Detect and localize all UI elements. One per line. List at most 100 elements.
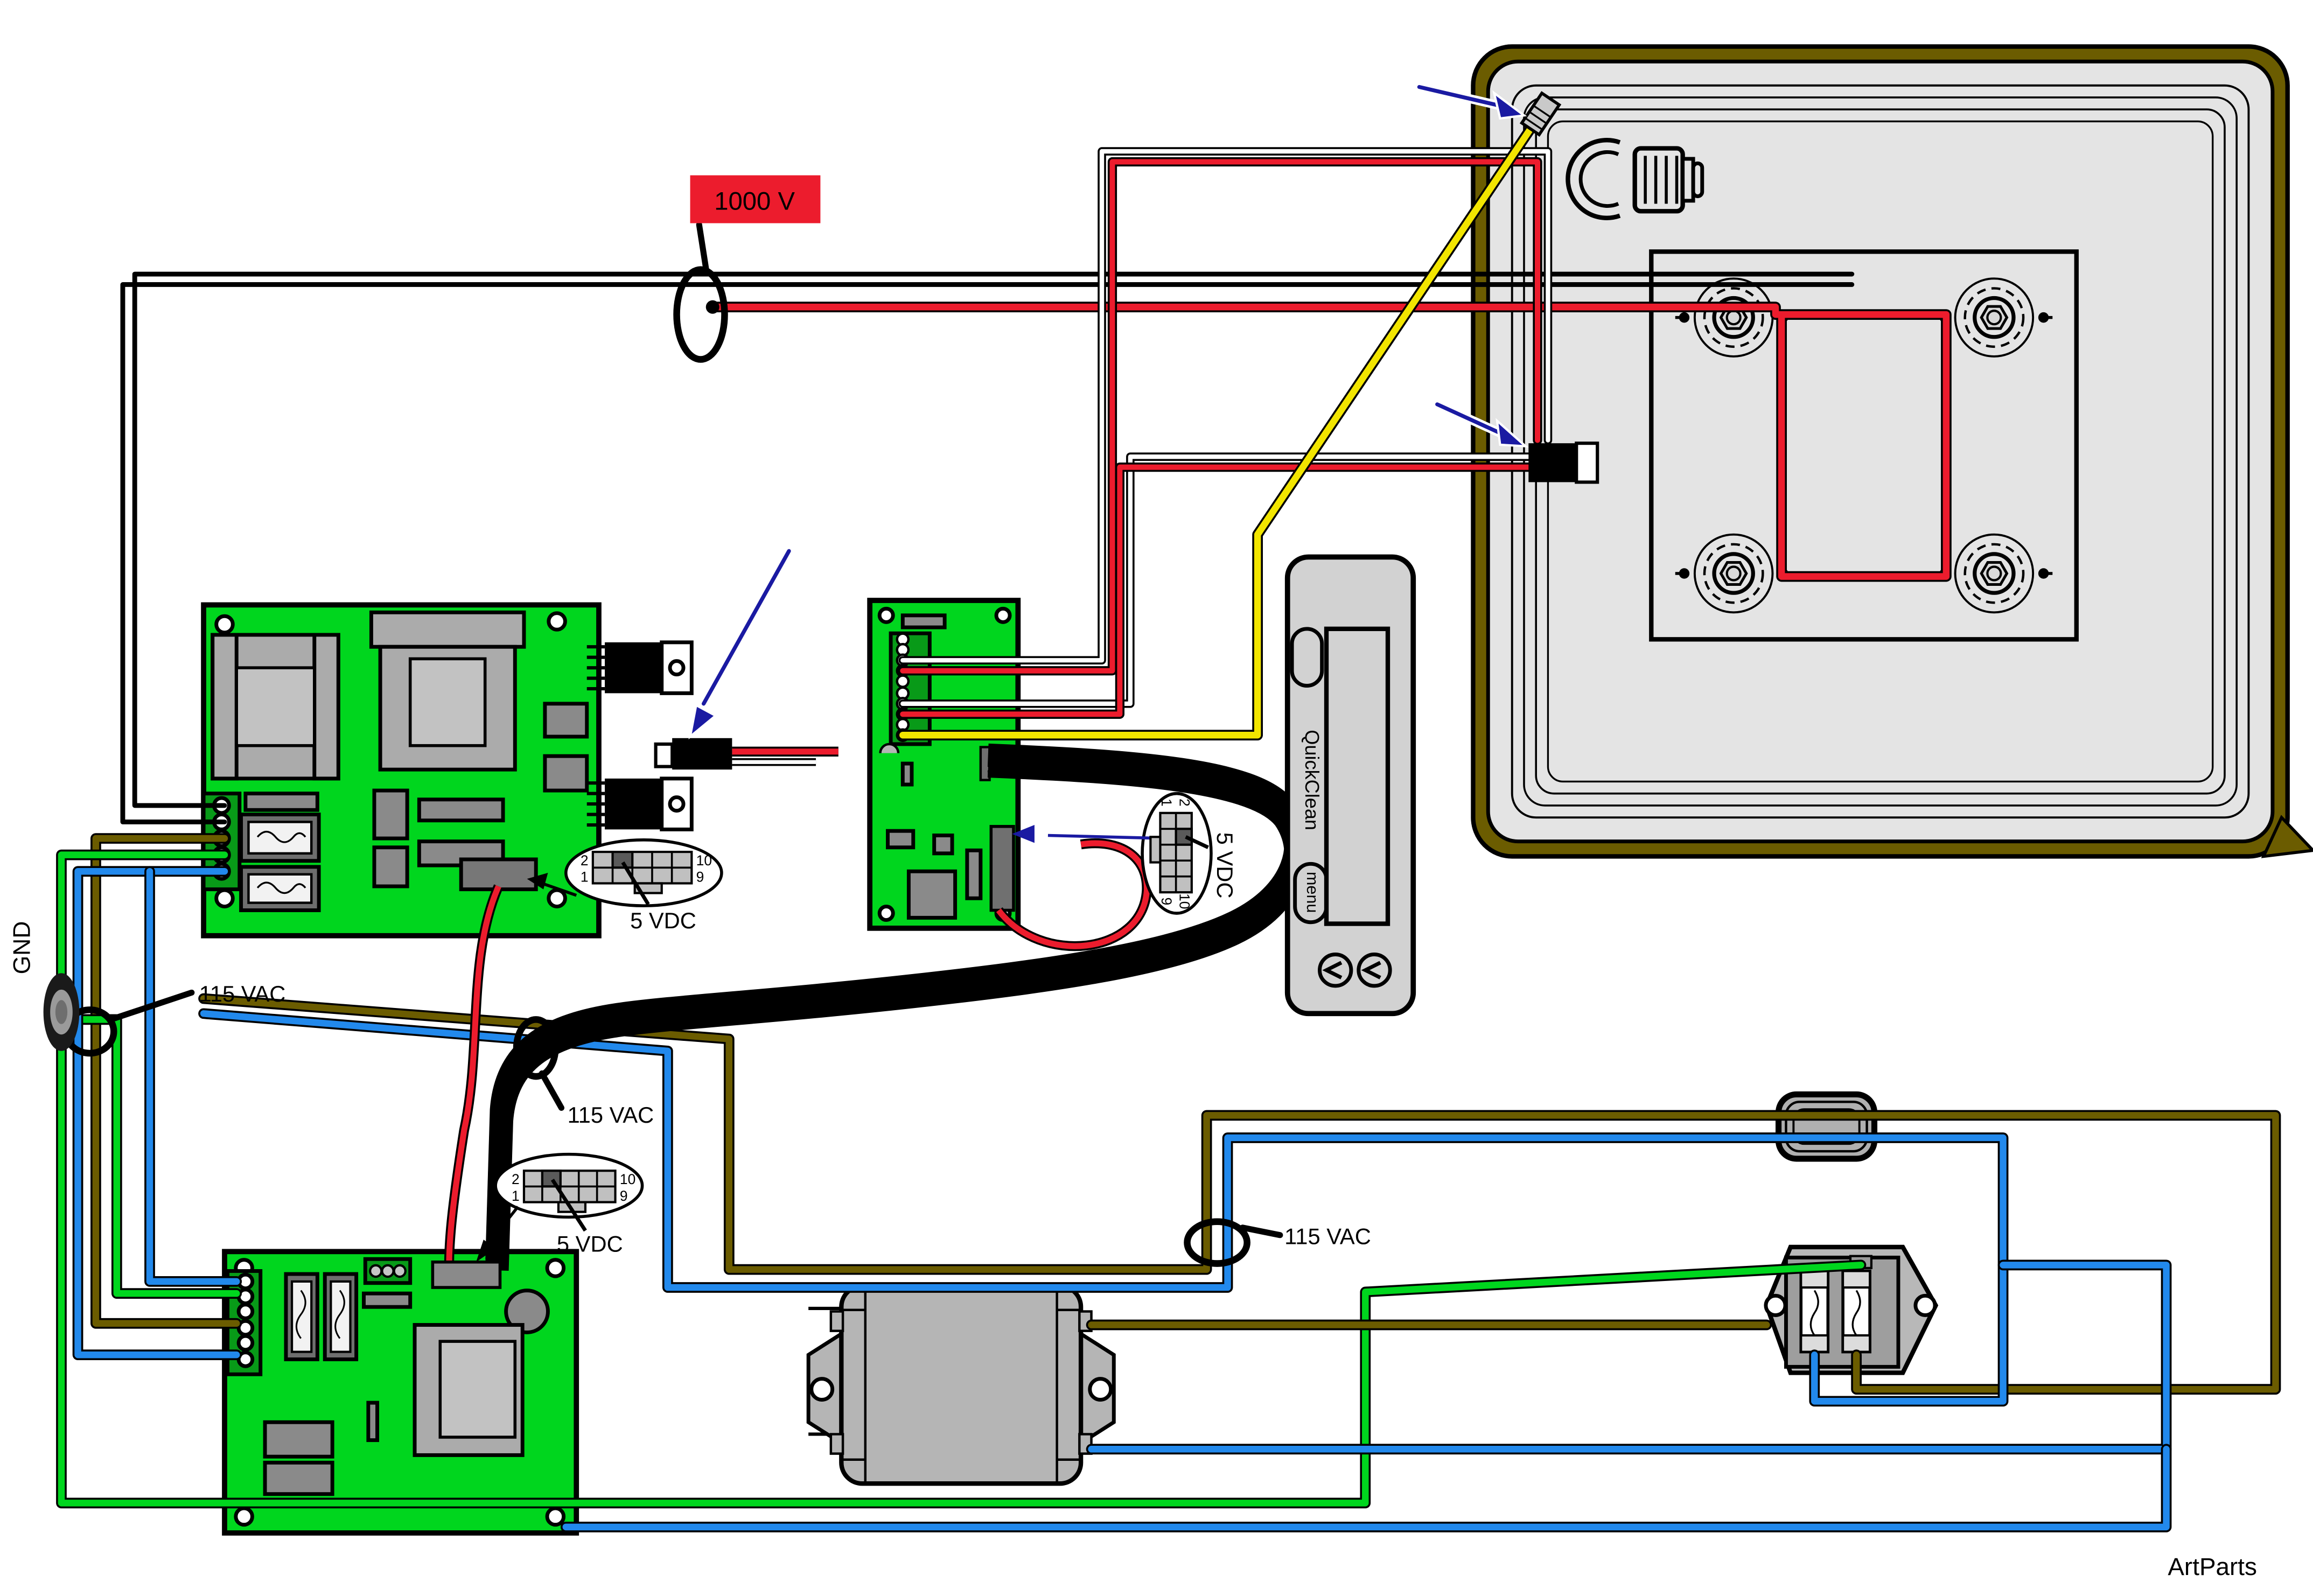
vdc-label: 5 VDC (1212, 832, 1238, 899)
wire-red-hv-loop (709, 303, 1950, 580)
panel-brand-label: QuickClean (1301, 730, 1323, 830)
power-supply-pcb (222, 1249, 579, 1536)
pin-label: 1 (1158, 799, 1175, 807)
pointer-arrow (527, 872, 548, 890)
cable-marker (1184, 1218, 1250, 1267)
vac-label: 115 VAC (568, 1102, 654, 1128)
chevron-icon (1322, 961, 1343, 979)
wire-red-keypad (446, 885, 501, 1265)
chip (372, 845, 409, 888)
interlock-connector (1528, 442, 1599, 484)
pin-label: 2 (1177, 799, 1193, 807)
wire-blue-transformer (1088, 1262, 2170, 1453)
wire-green-ground (58, 851, 228, 984)
vdc-label: 5 VDC (557, 1231, 623, 1256)
cable-marker (673, 266, 728, 363)
wire-red-feed (900, 464, 1532, 717)
lv-transformer (413, 1323, 525, 1457)
magnetron-antenna (1566, 138, 1704, 220)
pin-label: 9 (696, 869, 704, 885)
chevron-icon (1361, 961, 1381, 979)
resistor (243, 792, 319, 812)
connector-key-tab (1149, 836, 1162, 864)
probe-connector (1519, 91, 1562, 137)
chip (965, 848, 983, 900)
bottom-connector (989, 825, 1015, 912)
wire-green-ground-run (58, 1041, 1864, 1507)
pointer-arrow (476, 1240, 496, 1262)
chip (932, 834, 954, 856)
wire-black-hv (132, 271, 1855, 808)
arrow-icon (1492, 90, 1527, 120)
board-fuse (239, 865, 321, 912)
hv-label: 1000 V (714, 187, 795, 215)
vac-callout-2: 115 VAC (513, 1016, 654, 1128)
connector-callout-2: 2 1 10 9 5 VDC (476, 1152, 644, 1262)
power-button[interactable] (1290, 627, 1324, 688)
pin-label: 10 (696, 852, 712, 869)
wire-black-hv-return (120, 282, 1855, 824)
pin-label: 10 (1177, 893, 1193, 909)
hv-wire-terminal (705, 300, 719, 314)
panel-face (1486, 59, 2275, 844)
wire-olive-line (92, 835, 240, 1327)
chip (886, 829, 916, 850)
arrow-icon (1496, 418, 1529, 448)
hv-transformer (211, 633, 340, 781)
arrow-icon (688, 703, 718, 740)
ribbon-harness (431, 755, 1296, 1289)
connector-callout-1: 2 1 10 9 5 VDC (527, 838, 723, 933)
wire-blue-mains (200, 1010, 2007, 1405)
pin-label: 2 (581, 852, 589, 869)
wire-yellow-probe (899, 119, 1538, 739)
annotation-arrows (688, 82, 1529, 740)
hv-callout: 1000 V (673, 175, 821, 363)
board-fuse (323, 1272, 359, 1361)
vac-label: 115 VAC (199, 981, 286, 1006)
menu-button-label: menu (1303, 872, 1322, 913)
hv-label-box (690, 175, 821, 223)
ribbon-connector (431, 1261, 502, 1289)
resistor (417, 797, 505, 823)
scroll-button[interactable] (1357, 953, 1392, 988)
menu-button[interactable] (1293, 862, 1329, 925)
vac-label: 115 VAC (1284, 1223, 1371, 1249)
wire-green-branch (76, 1016, 240, 1297)
pin-label: 1 (512, 1188, 520, 1204)
to220-transistor (586, 640, 694, 695)
pin-label: 9 (1158, 897, 1175, 905)
cable-marker (513, 1016, 559, 1080)
watermark: ArtParts (2168, 1552, 2257, 1580)
chip (366, 1401, 380, 1443)
scroll-button[interactable] (1318, 953, 1353, 988)
ferrite-choke (1776, 1091, 1878, 1162)
vdc-label: 5 VDC (630, 908, 696, 933)
module-fuse (1841, 1269, 1871, 1354)
ground-stud (43, 973, 80, 1051)
resistor (362, 1291, 413, 1309)
chip (543, 754, 589, 793)
antenna-disc (1691, 161, 1704, 198)
pin-label: 2 (512, 1171, 520, 1187)
connector-callout-3: 1 2 9 10 5 VDC (1012, 792, 1238, 915)
mount-hole (1913, 1293, 1937, 1317)
panel-gasket-notch (2261, 815, 2313, 858)
wire-olive-mains (200, 995, 2279, 1393)
ribbon-connector (459, 857, 538, 892)
chip (906, 869, 958, 920)
chip (372, 788, 409, 841)
ground-label: GND (9, 921, 36, 975)
line-transformer (806, 1284, 1117, 1486)
highlighted-pin (541, 1170, 562, 1188)
buzzer (504, 1289, 550, 1334)
connector-pinout: 2 1 10 9 (512, 1170, 635, 1213)
wiring (56, 117, 2281, 1532)
mount-hole (1764, 1293, 1787, 1317)
mounting-plate (1649, 249, 2079, 642)
relay (263, 1460, 334, 1496)
relay (263, 1420, 334, 1459)
board-fuse (284, 1272, 319, 1361)
quickclean-control-panel: QuickClean menu (1284, 554, 1416, 1017)
chassis-panel (1471, 44, 2313, 859)
